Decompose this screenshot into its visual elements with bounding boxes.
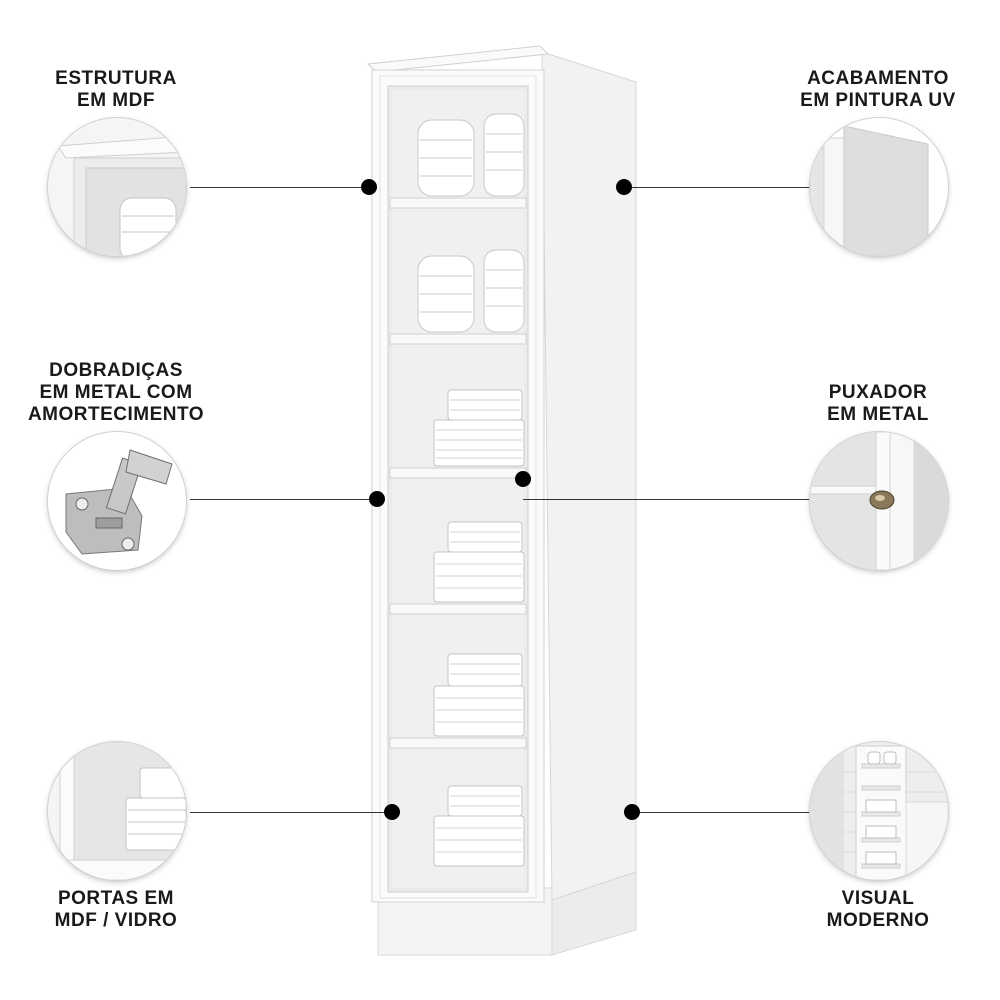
structure-callout-dot: [361, 179, 377, 195]
hinges-feature-label: DOBRADIÇAS EM METAL COM AMORTECIMENTO: [27, 360, 205, 425]
doors-connector-line: [190, 812, 392, 813]
visual-feature-label: VISUAL MODERNO: [826, 888, 930, 931]
doors-feature-label: PORTAS EM MDF / VIDRO: [54, 888, 178, 931]
hinges-connector-line: [190, 499, 378, 500]
metal-hinge-icon: [48, 432, 186, 570]
glass-door-detail-icon: [48, 742, 186, 880]
structure-connector-line: [190, 187, 370, 188]
visual-callout-dot: [624, 804, 640, 820]
structure-feature-label: ESTRUTURA EM MDF: [55, 68, 177, 111]
modern-room-icon: [810, 742, 948, 880]
finish-feature-label: ACABAMENTO EM PINTURA UV: [800, 68, 956, 111]
visual-connector-line: [632, 812, 810, 813]
handle-feature-label: PUXADOR EM METAL: [827, 382, 929, 425]
metal-handle-icon: [810, 432, 948, 570]
finish-callout-dot: [616, 179, 632, 195]
handle-connector-line: [523, 499, 810, 500]
uv-paint-finish-detail-icon: [810, 118, 948, 256]
handle-callout-dot: [515, 471, 531, 487]
finish-connector-line: [625, 187, 810, 188]
hinges-callout-dot: [369, 491, 385, 507]
mdf-structure-detail-icon: [48, 118, 186, 256]
doors-callout-dot: [384, 804, 400, 820]
